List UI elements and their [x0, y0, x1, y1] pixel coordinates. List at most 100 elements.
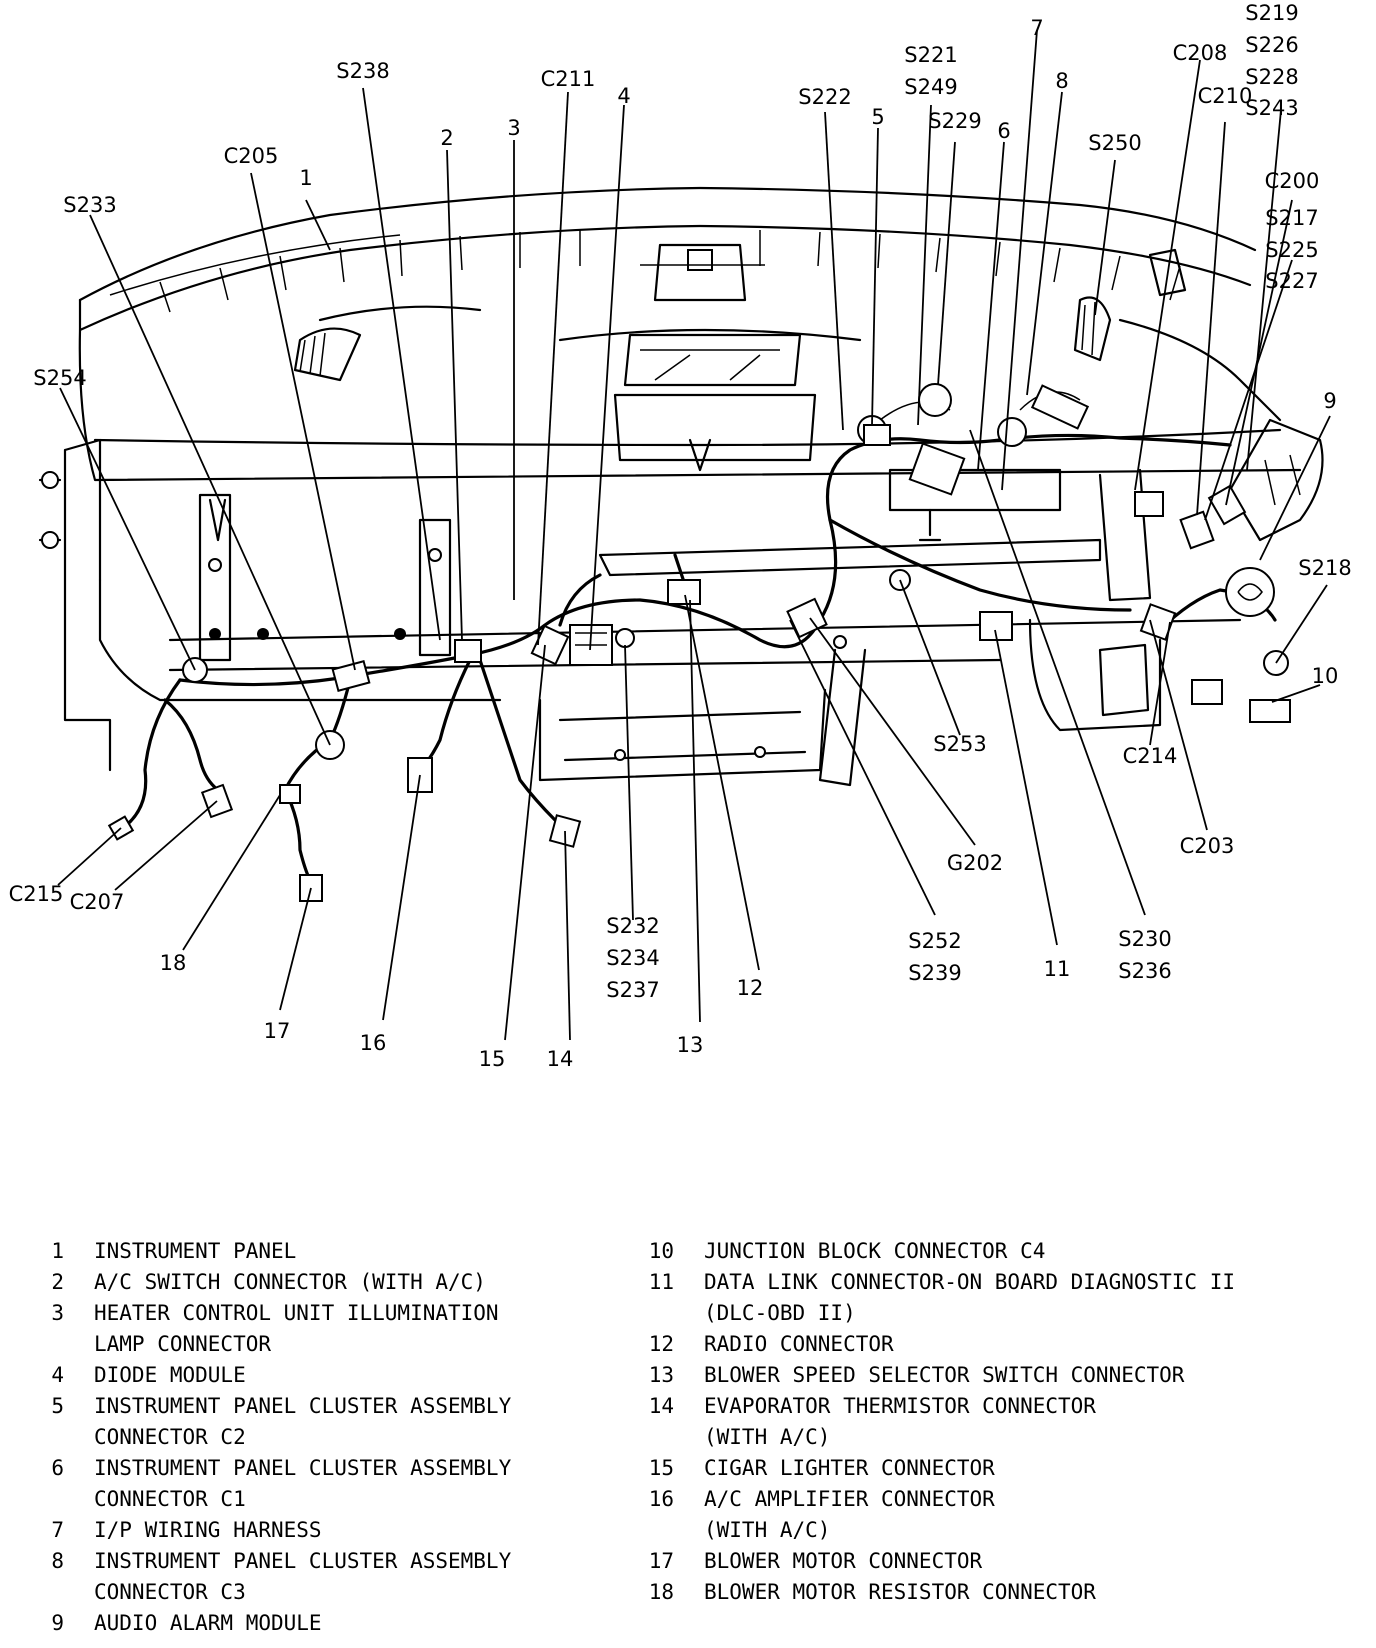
- callout-c200: C200: [1265, 169, 1320, 193]
- callout-s232: S232: [606, 914, 659, 938]
- legend-number: 18: [648, 1580, 674, 1604]
- callout-c207: C207: [70, 890, 125, 914]
- legend-number: 2: [51, 1270, 64, 1294]
- callout-n16: 16: [360, 1031, 387, 1055]
- callout-c208: C208: [1173, 41, 1228, 65]
- legend-description-line: BLOWER SPEED SELECTOR SWITCH CONNECTOR: [704, 1363, 1185, 1387]
- callout-n7: 7: [1030, 16, 1043, 40]
- callout-c210: C210: [1198, 84, 1253, 108]
- callout-s228: S228: [1245, 65, 1298, 89]
- callout-s229: S229: [928, 109, 981, 133]
- callout-s227: S227: [1265, 269, 1318, 293]
- callout-c215: C215: [9, 882, 64, 906]
- legend-item-6: 6 INSTRUMENT PANEL CLUSTER ASSEMBLY CONNEC…: [30, 1453, 511, 1515]
- legend-number: 11: [648, 1270, 674, 1294]
- legend-number: 3: [51, 1301, 64, 1325]
- legend-item-13: 13 BLOWER SPEED SELECTOR SWITCH CONNECTOR: [640, 1360, 1235, 1391]
- callout-c205: C205: [224, 144, 279, 168]
- legend-description-line: A/C AMPLIFIER CONNECTOR: [704, 1487, 995, 1511]
- legend-number: 12: [648, 1332, 674, 1356]
- callout-s254: S254: [33, 366, 86, 390]
- legend-description-line: A/C SWITCH CONNECTOR (WITH A/C): [94, 1270, 486, 1294]
- legend-number: 15: [648, 1456, 674, 1480]
- callout-n12: 12: [737, 976, 764, 1000]
- legend-description-line: INSTRUMENT PANEL CLUSTER ASSEMBLY: [94, 1456, 512, 1480]
- callout-s225: S225: [1265, 238, 1318, 262]
- callout-s252: S252: [908, 929, 961, 953]
- legend-description-line: DIODE MODULE: [94, 1363, 246, 1387]
- callout-n14: 14: [547, 1047, 574, 1071]
- legend-description-line: BLOWER MOTOR CONNECTOR: [704, 1549, 983, 1573]
- instrument-panel-wiring-diagram: S219S226S228S2437S221S249C2088C210S238C2…: [9, 1, 1352, 1071]
- callout-s239: S239: [908, 961, 961, 985]
- legend-description-line: (WITH A/C): [704, 1425, 831, 1449]
- callout-n2: 2: [440, 126, 453, 150]
- legend-number: 9: [51, 1611, 64, 1635]
- legend-description-line: (DLC-OBD II): [704, 1301, 856, 1325]
- legend-number: 13: [648, 1363, 674, 1387]
- legend-number: 14: [648, 1394, 674, 1418]
- legend-number: 4: [51, 1363, 64, 1387]
- callout-n10: 10: [1312, 664, 1339, 688]
- callout-s218: S218: [1298, 556, 1351, 580]
- legend-description-line: INSTRUMENT PANEL: [94, 1239, 297, 1263]
- callout-s226: S226: [1245, 33, 1298, 57]
- callout-s253: S253: [933, 732, 986, 756]
- legend-item-4: 4 DIODE MODULE: [30, 1360, 511, 1391]
- legend-left-column: 1 INSTRUMENT PANEL 2 A/C SWITCH CONNECTOR (…: [30, 1236, 511, 1639]
- legend-item-14: 14 EVAPORATOR THERMISTOR CONNECTOR (WITH A…: [640, 1391, 1235, 1453]
- callout-g202: G202: [947, 851, 1003, 875]
- legend-description-line: I/P WIRING HARNESS: [94, 1518, 322, 1542]
- callout-s234: S234: [606, 946, 659, 970]
- legend-description-line: CONNECTOR C2: [94, 1425, 246, 1449]
- legend-item-5: 5 INSTRUMENT PANEL CLUSTER ASSEMBLY CONNEC…: [30, 1391, 511, 1453]
- legend-item-7: 7 I/P WIRING HARNESS: [30, 1515, 511, 1546]
- legend-description-line: BLOWER MOTOR RESISTOR CONNECTOR: [704, 1580, 1096, 1604]
- legend-description-line: EVAPORATOR THERMISTOR CONNECTOR: [704, 1394, 1096, 1418]
- callout-s236: S236: [1118, 959, 1171, 983]
- callout-n11: 11: [1044, 957, 1071, 981]
- legend-description-line: LAMP CONNECTOR: [94, 1332, 272, 1356]
- callout-c214: C214: [1123, 744, 1178, 768]
- callout-n9: 9: [1323, 389, 1336, 413]
- legend-number: 8: [51, 1549, 64, 1573]
- legend: 1 INSTRUMENT PANEL 2 A/C SWITCH CONNECTOR (…: [0, 1236, 1376, 1648]
- legend-description-line: CONNECTOR C1: [94, 1487, 246, 1511]
- callout-c203: C203: [1180, 834, 1235, 858]
- legend-description-line: CONNECTOR C3: [94, 1580, 246, 1604]
- callout-s243: S243: [1245, 96, 1298, 120]
- callout-n17: 17: [264, 1019, 291, 1043]
- callout-s221: S221: [904, 43, 957, 67]
- legend-number: 1: [51, 1239, 64, 1263]
- legend-description-line: (WITH A/C): [704, 1518, 831, 1542]
- legend-description-line: INSTRUMENT PANEL CLUSTER ASSEMBLY: [94, 1394, 512, 1418]
- legend-item-11: 11 DATA LINK CONNECTOR-ON BOARD DIAGNOSTI…: [640, 1267, 1235, 1329]
- legend-item-17: 17 BLOWER MOTOR CONNECTOR: [640, 1546, 1235, 1577]
- legend-number: 7: [51, 1518, 64, 1542]
- legend-item-3: 3 HEATER CONTROL UNIT ILLUMINATION LAMP CO…: [30, 1298, 511, 1360]
- legend-description-line: HEATER CONTROL UNIT ILLUMINATION: [94, 1301, 499, 1325]
- callout-s230: S230: [1118, 927, 1171, 951]
- callout-n8: 8: [1055, 69, 1068, 93]
- legend-item-18: 18 BLOWER MOTOR RESISTOR CONNECTOR: [640, 1577, 1235, 1608]
- instrument-panel-artwork: [38, 186, 1324, 902]
- leader-lines: [57, 29, 1331, 1041]
- legend-number: 17: [648, 1549, 674, 1573]
- legend-number: 6: [51, 1456, 64, 1480]
- legend-item-2: 2 A/C SWITCH CONNECTOR (WITH A/C): [30, 1267, 511, 1298]
- callout-n6: 6: [997, 119, 1010, 143]
- legend-number: 5: [51, 1394, 64, 1418]
- legend-description-line: DATA LINK CONNECTOR-ON BOARD DIAGNOSTIC …: [704, 1270, 1236, 1294]
- callout-s233: S233: [63, 193, 116, 217]
- legend-number: 10: [648, 1239, 674, 1263]
- callout-s219: S219: [1245, 1, 1298, 25]
- callout-c211: C211: [541, 67, 596, 91]
- callout-n3: 3: [507, 116, 520, 140]
